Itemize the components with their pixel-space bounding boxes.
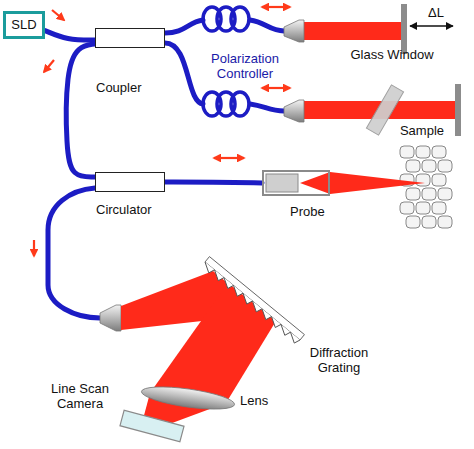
light-source-box: SLD (3, 11, 45, 39)
cell (438, 216, 452, 228)
cell (438, 160, 452, 172)
scan-arrow (262, 6, 290, 8)
fiber-loop (231, 92, 249, 116)
optical-fiber (45, 31, 95, 40)
collimator-lens (284, 100, 304, 122)
cell (416, 174, 430, 186)
sample-cells (400, 146, 452, 228)
dimension-label: ΔL (424, 6, 448, 21)
diffraction-grating (205, 257, 304, 343)
fiber-loop (231, 7, 249, 31)
cell (422, 216, 436, 228)
cell (416, 202, 430, 214)
cell (432, 146, 446, 158)
component-label: Diffraction Grating (296, 346, 382, 376)
cell (406, 160, 420, 172)
dimension-arrow (410, 25, 453, 26)
direction-arrow (52, 10, 64, 20)
component-label: Glass Window (348, 48, 436, 63)
light-beam (300, 172, 425, 194)
component-label: Polarization Controller (196, 52, 294, 82)
optical-fiber (165, 182, 262, 183)
part-label: Probe (290, 205, 325, 220)
mirror (401, 4, 407, 54)
fiber (165, 43, 203, 104)
fiber (250, 104, 284, 111)
scan-arrow (214, 157, 244, 159)
cell (400, 146, 414, 158)
scan-arrow (262, 87, 290, 89)
cell (422, 188, 436, 200)
optical-fiber (66, 44, 95, 177)
cell (416, 146, 430, 158)
coupler-box: Coupler (95, 28, 165, 48)
component-label: Sample (394, 124, 450, 139)
cell (400, 202, 414, 214)
collimator-lens (284, 20, 304, 42)
component-label: Line Scan Camera (38, 382, 122, 412)
cell (406, 188, 420, 200)
fiber (48, 188, 100, 318)
light-beam (304, 22, 401, 40)
focusing-lens (140, 383, 236, 414)
fiber (165, 20, 203, 33)
line-scan-camera (120, 410, 184, 442)
part-label: Circulator (96, 203, 152, 218)
glass-window (366, 85, 403, 135)
collimator-lens (100, 305, 121, 331)
circulator-box: Circulator (95, 172, 165, 192)
fiber (250, 20, 284, 31)
grating-body (205, 257, 304, 340)
cell (406, 216, 420, 228)
part-label: Coupler (96, 81, 142, 96)
cell (422, 160, 436, 172)
cell (438, 188, 452, 200)
component-label: Lens (240, 394, 280, 409)
mirror (455, 84, 461, 136)
direction-arrow (33, 240, 35, 256)
probe-housing: Probe (262, 170, 330, 196)
cell (432, 174, 446, 186)
box-label: SLD (11, 18, 36, 33)
probe-body (266, 174, 298, 192)
direction-arrow (44, 60, 54, 72)
grating-teeth (205, 262, 300, 343)
cell (432, 202, 446, 214)
